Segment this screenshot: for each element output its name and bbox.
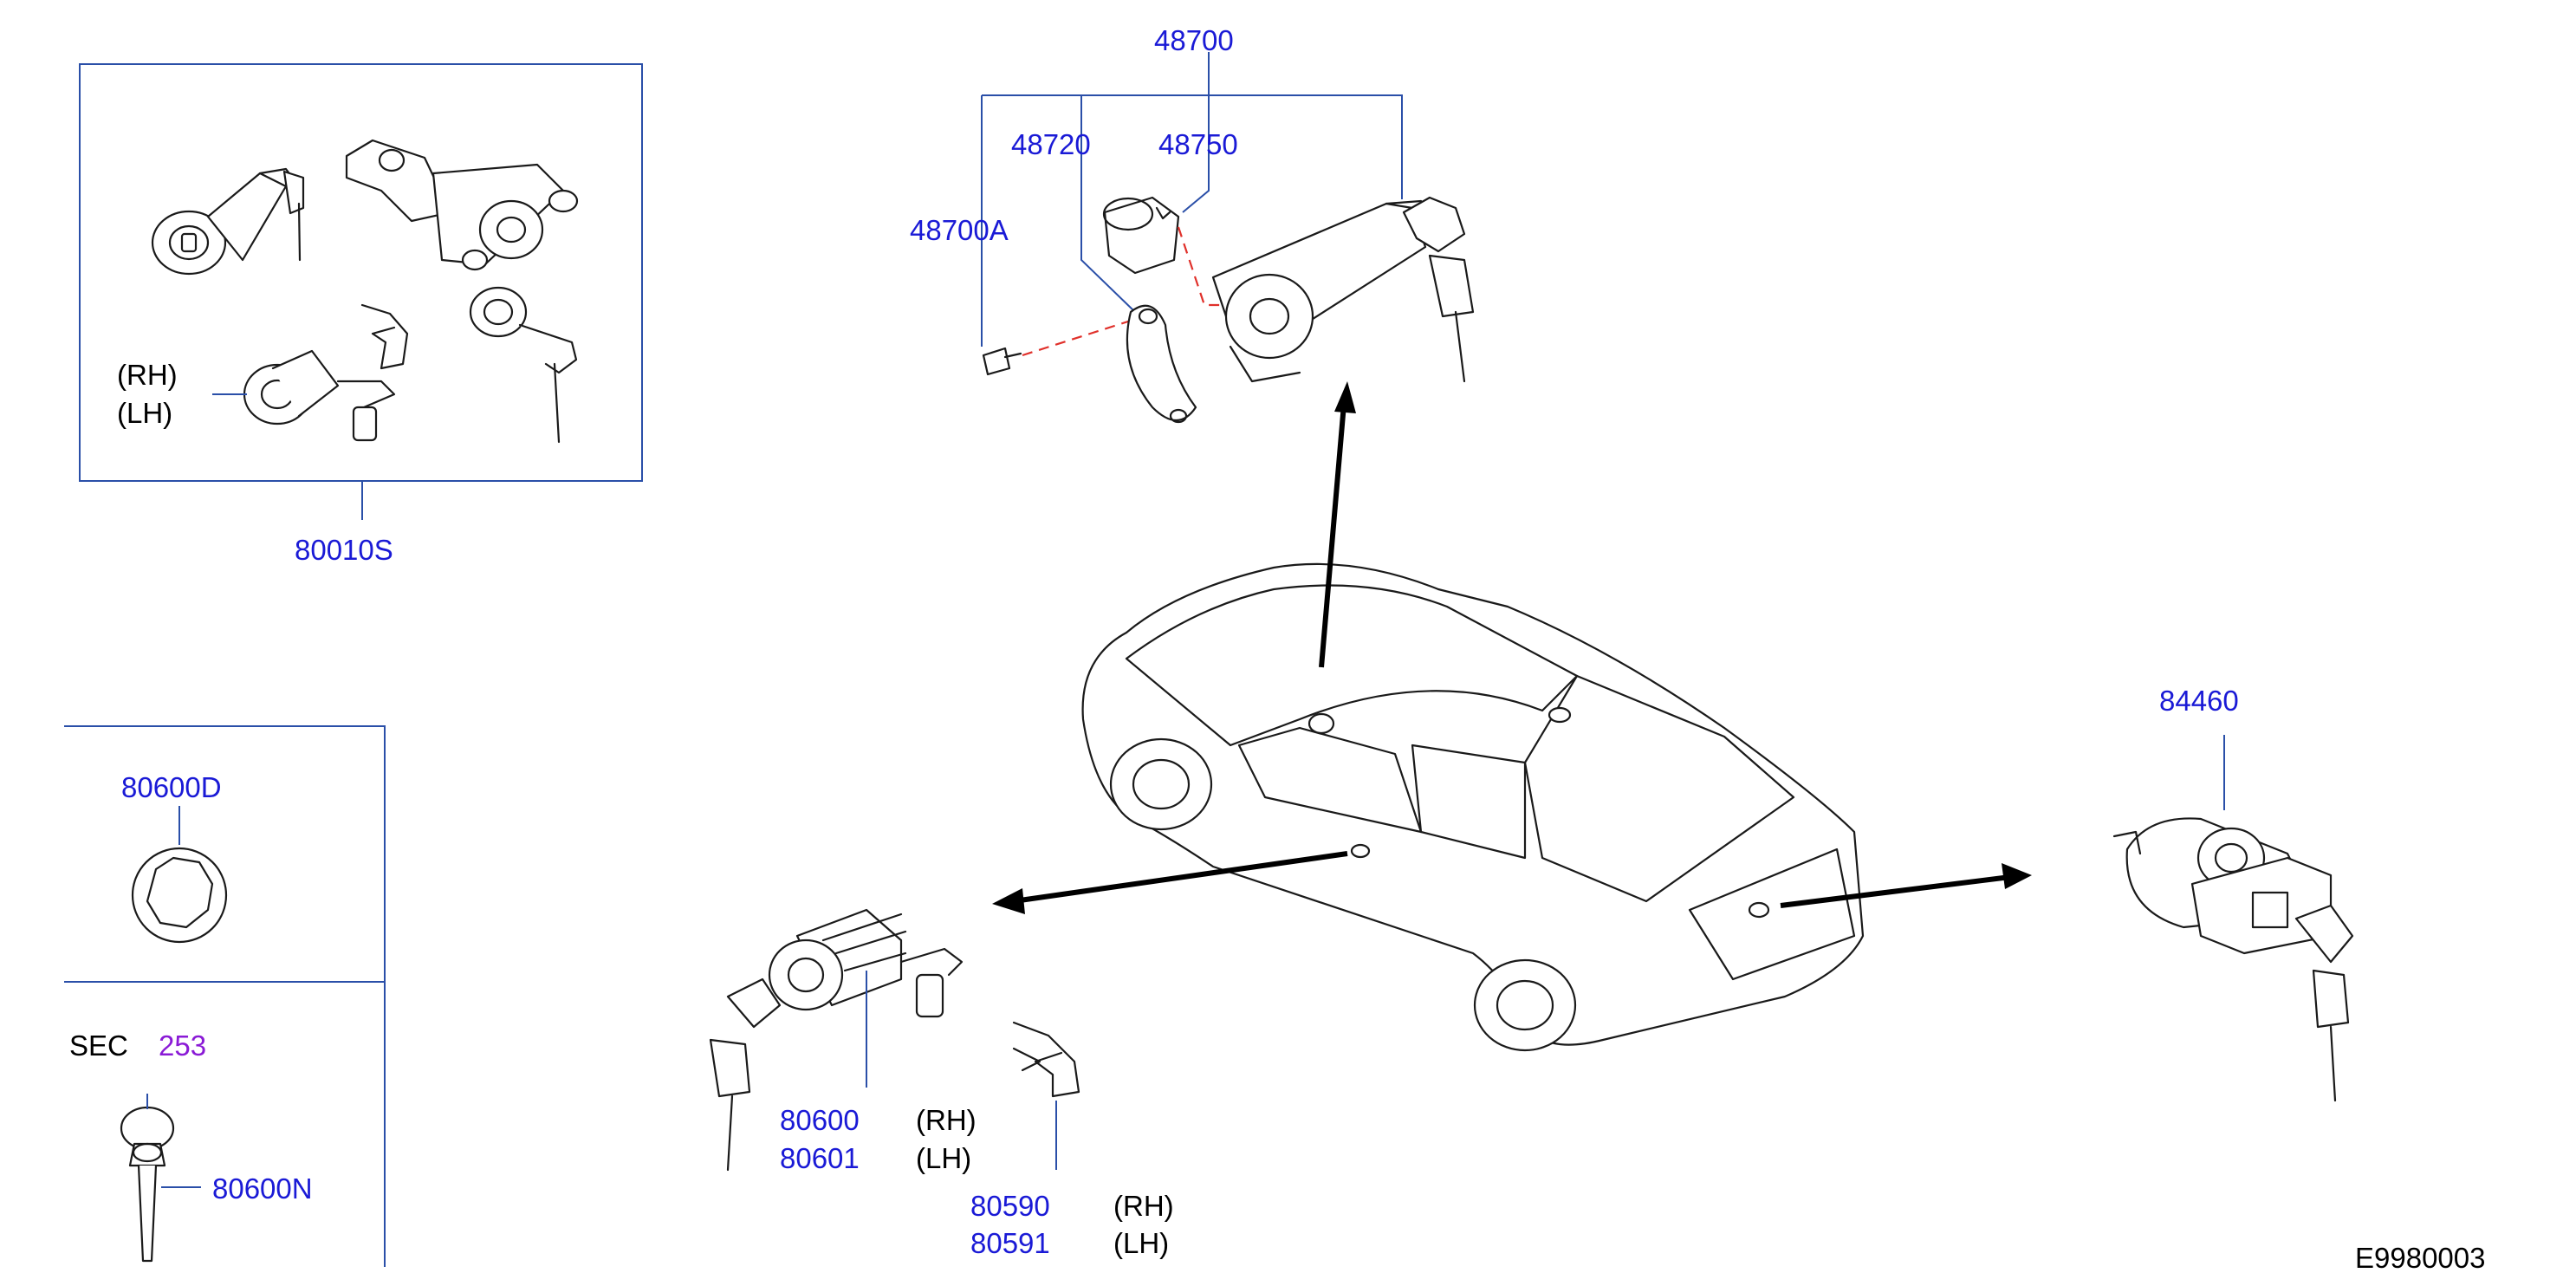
part-number-80600[interactable]: 80600 [780,1104,860,1136]
part-number-48700[interactable]: 48700 [1154,24,1234,56]
assembly-bracket [981,52,1403,199]
ignition-key-illustration [1402,196,1475,383]
part-number-80590[interactable]: 80590 [970,1190,1050,1222]
part-number-80601[interactable]: 80601 [780,1142,860,1174]
cylinder-side-lh: (LH) [916,1142,972,1174]
key-blank-illustration [120,1106,175,1263]
key-ring-illustration [131,847,228,944]
trunk-cylinder-illustration [345,139,579,271]
part-number-48750[interactable]: 48750 [1158,128,1238,160]
part-number-80600N[interactable]: 80600N [212,1172,313,1205]
door-cylinder-with-key-illustration [151,167,305,276]
spring-clip-illustration [360,303,409,370]
ignition-arrow [1319,381,1356,668]
part-number-80010S[interactable]: 80010S [295,534,393,566]
clip-side-rh: (RH) [1113,1190,1174,1222]
part-number-48700A[interactable]: 48700A [910,214,1009,246]
set-side-lh: (LH) [117,397,173,429]
door-arrow [992,851,1348,914]
part-number-80600D[interactable]: 80600D [121,771,222,803]
part-number-48720[interactable]: 48720 [1011,128,1091,160]
half-collar-leader [1080,147,1136,313]
set-frame [79,63,643,482]
screw-illustration [982,347,1022,376]
key-blank-frame [64,725,386,1267]
glove-box-cylinder-with-key-illustration [469,286,578,444]
half-collar-illustration [1126,304,1197,424]
retainer-clip-illustration [1012,1021,1080,1098]
set-side-rh: (RH) [117,359,178,391]
section-label: SEC [69,1029,128,1062]
door-lock-cylinder-illustration [709,908,964,1172]
section-reference-253[interactable]: 253 [159,1029,207,1062]
steering-lock-body-illustration [1211,199,1431,383]
vehicle-illustration [1081,562,1865,1052]
cylinder-insert-illustration [1102,196,1180,275]
part-number-80591[interactable]: 80591 [970,1227,1050,1259]
cylinder-side-rh: (RH) [916,1104,977,1136]
trunk-arrow [1780,863,2032,908]
screw-hidden-line [1022,319,1132,357]
clip-side-lh: (LH) [1113,1227,1170,1259]
part-number-84460[interactable]: 84460 [2159,685,2239,717]
figure-id: E9980003 [2355,1242,2486,1274]
cylinder-insert-leader [1182,147,1210,213]
trunk-lock-cylinder-illustration [2112,817,2354,1102]
rh-lh-door-cylinder-illustration [243,349,396,442]
